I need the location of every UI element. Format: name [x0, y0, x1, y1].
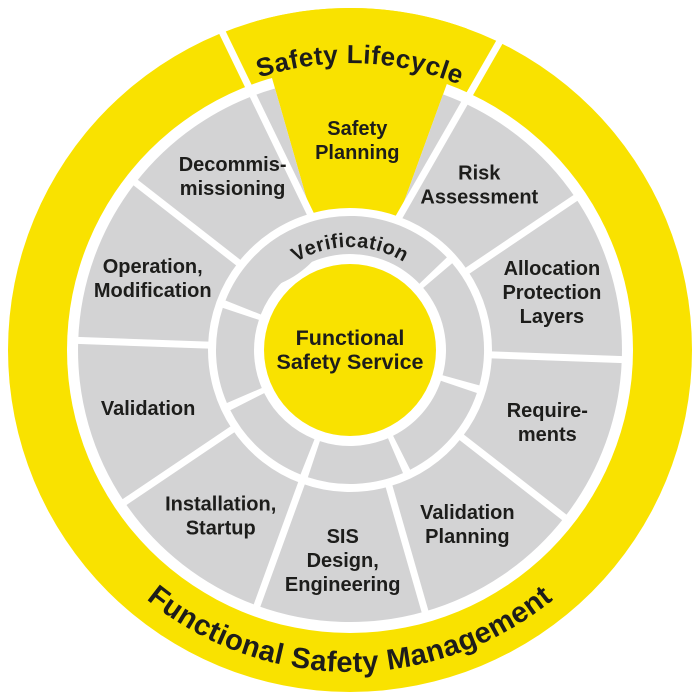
- segment-label-operation-modification: Operation,Modification: [94, 256, 212, 302]
- segment-divider: [487, 351, 627, 364]
- segment-divider: [462, 192, 582, 276]
- verification-ring-segment: [259, 215, 447, 284]
- segment-safety-planning: [255, 7, 467, 217]
- segment-requirements: [461, 355, 622, 518]
- segment-label-installation-startup: Installation,Startup: [165, 494, 276, 540]
- verification-ring-segment: [215, 307, 262, 403]
- segment-divider: [214, 22, 316, 219]
- segment-divider: [252, 478, 307, 612]
- center-label-line1: Functional: [296, 326, 405, 350]
- verification-ring-segment: [254, 226, 312, 283]
- segment-allocation-protection-layers: [467, 197, 622, 360]
- verification-ring-segment: [307, 438, 403, 485]
- segment-divider: [129, 176, 244, 268]
- segment-label-validation: Validation: [101, 398, 195, 420]
- center-label-line2: Safety Service: [276, 350, 423, 374]
- verification-ring-segment: [423, 263, 485, 386]
- segment-validation: [78, 340, 233, 503]
- segment-label-decommissioning: Decommis-missioning: [179, 154, 287, 200]
- segment-sis-design-engineering: [257, 483, 425, 623]
- segment-divider: [118, 424, 238, 508]
- segment-divider: [456, 432, 571, 524]
- center-circle: [264, 264, 436, 436]
- segment-divider: [73, 336, 213, 349]
- segment-validation-planning: [389, 437, 565, 612]
- verification-ring-segment: [393, 380, 477, 470]
- segment-divider: [384, 481, 430, 618]
- verification-ring: [215, 215, 485, 485]
- segment-divider: [394, 31, 508, 223]
- segment-label-requirements: Require-ments: [507, 400, 588, 446]
- segment-operation-modification: [78, 182, 239, 345]
- verification-ring-segment: [230, 393, 315, 475]
